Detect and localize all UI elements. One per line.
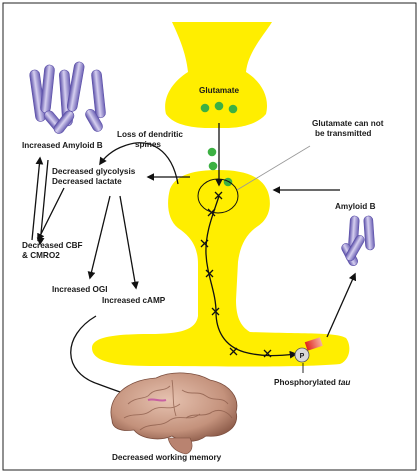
glycolysis-to-cbf-arrow (38, 188, 64, 240)
cannot-transmit-line1: Glutamate can not (312, 119, 384, 128)
callout-line (237, 146, 310, 190)
p-label: P (300, 353, 305, 360)
dendrite-axon (92, 170, 349, 367)
vesicle (208, 148, 217, 157)
glycolysis-to-ogi-arrow (90, 196, 110, 278)
vesicle (224, 178, 233, 187)
phosphorylated-tau-label: Phosphorylated tau (274, 378, 350, 387)
loss-spines-line2: spines (135, 140, 161, 149)
vesicle (201, 104, 210, 113)
decreased-lactate-label: Decreased lactate (52, 177, 122, 186)
vesicle (215, 102, 224, 111)
glycolysis-to-camp-arrow (120, 196, 136, 288)
loss-spines-line1: Loss of dendritic (117, 130, 183, 139)
neuron-body (92, 22, 349, 367)
phosphorylated-text: Phosphorylated (274, 378, 338, 387)
cannot-transmit-line2: be transmitted (315, 129, 371, 138)
amyloid-b-icon (340, 216, 375, 268)
increased-ogi-label: Increased OGI (52, 285, 108, 294)
glutamate-label: Glutamate (199, 86, 239, 95)
increased-camp-label: Increased cAMP (102, 296, 166, 305)
decreased-cbf-line2: & CMRO2 (22, 251, 60, 260)
presynaptic-terminal (165, 22, 272, 128)
tau-text: tau (338, 378, 350, 387)
vesicle (209, 162, 218, 171)
increased-amyloid-label: Increased Amyloid B (22, 141, 103, 150)
decreased-memory-label: Decreased working memory (112, 453, 222, 462)
amyloid-cluster-icon (29, 61, 106, 135)
tau-to-amyloid-arrow (327, 274, 355, 337)
brain-icon (111, 373, 237, 454)
amyloid-b-label: Amyloid B (335, 202, 376, 211)
vesicle (229, 105, 238, 114)
decreased-glycolysis-label: Decreased glycolysis (52, 167, 136, 176)
decreased-cbf-line1: Decreased CBF (22, 241, 83, 250)
cbf-to-amyloid-arrow (32, 158, 40, 240)
amyloid-to-cbf-arrow (40, 160, 48, 244)
